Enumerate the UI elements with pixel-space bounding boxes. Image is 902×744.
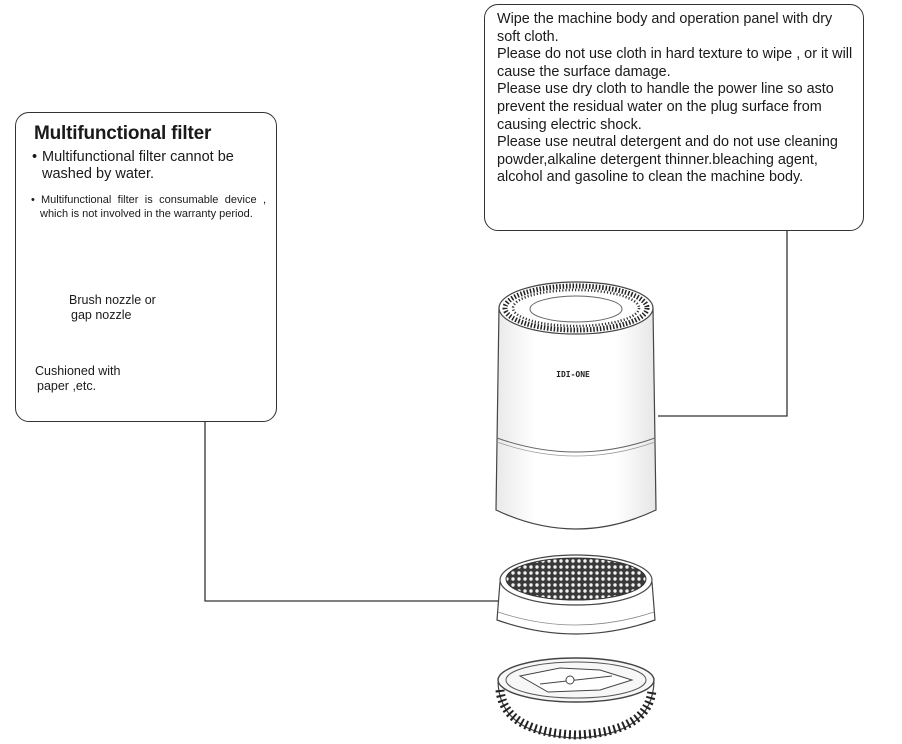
care-instruction-1: Wipe the machine body and operation pane…	[497, 11, 833, 45]
bullet-icon: •	[32, 149, 38, 165]
filter-title: Multifunctional filter	[34, 123, 212, 144]
cushion-label: Cushioned with paper ,etc.	[35, 364, 121, 393]
care-instruction-3: Please use dry cloth to handle the power…	[497, 81, 834, 133]
care-instructions-callout: Wipe the machine body and operation pane…	[484, 4, 864, 231]
bullet-icon: •	[31, 194, 35, 206]
filter-cartridge	[496, 554, 656, 635]
care-instruction-4: Please use neutral detergent and do not …	[497, 134, 838, 186]
care-leader-line	[658, 231, 788, 417]
brush-nozzle-label: Brush nozzle or gap nozzle	[69, 293, 156, 322]
care-instruction-2: Please do not use cloth in hard texture …	[497, 46, 853, 80]
filter-leader-line	[204, 422, 505, 602]
filter-note-washing: •Multifunctional filter cannot be washed…	[32, 149, 234, 182]
filter-info-callout: Multifunctional filter •Multifunctional …	[15, 112, 277, 422]
purifier-body	[495, 281, 657, 530]
filter-note-warranty: •Multifunctional filter is consumable de…	[31, 194, 266, 220]
purifier-base	[495, 657, 657, 740]
brand-logo: IDI-ONE	[556, 370, 590, 379]
